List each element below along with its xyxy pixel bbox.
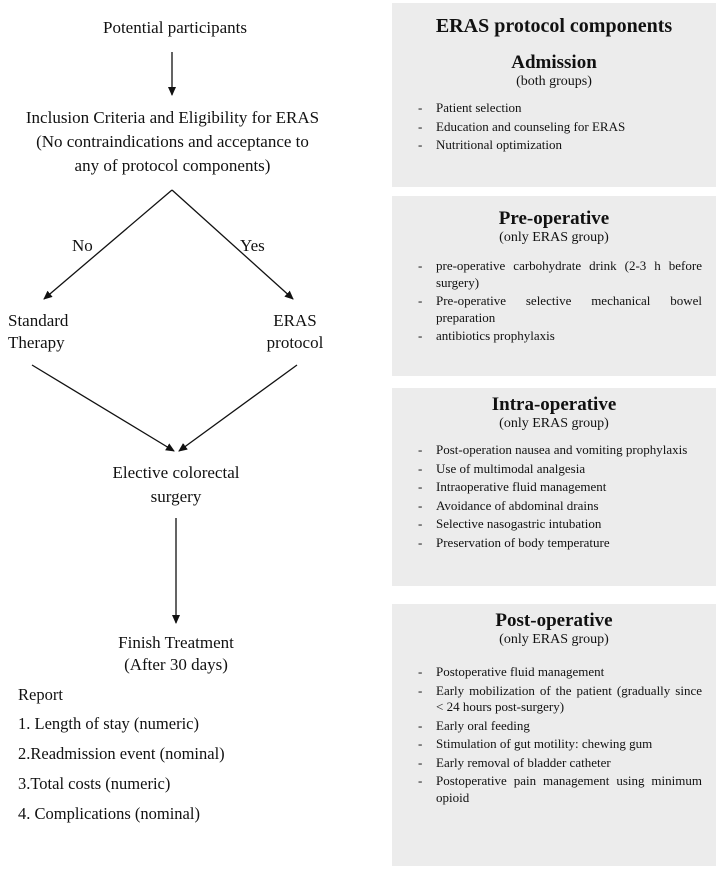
report-block: Report 1. Length of stay (numeric) 2.Rea…: [18, 684, 225, 824]
branch-yes-label: Yes: [240, 236, 265, 255]
report-item: 2.Readmission event (nominal): [18, 744, 225, 763]
arrow-to-standard: [43, 189, 173, 300]
list-item-text: Pre-operative selective mechanical bowel…: [436, 293, 702, 325]
arrow-standard-to-surgery: [31, 364, 175, 452]
list-item-text: Nutritional optimization: [436, 137, 563, 152]
list-item-text: Use of multimodal analgesia: [436, 460, 586, 476]
list-item-text: Early removal of bladder catheter: [436, 754, 611, 770]
list-item: -Nutritional optimization: [418, 137, 563, 152]
list-item-text: Patient selection: [436, 100, 522, 115]
list-item-text: pre-operative carbohydrate drink (2-3 h …: [436, 258, 702, 290]
list-item: -Intraoperative fluid management: [418, 479, 607, 494]
preoperative-title: Pre-operative: [498, 208, 610, 229]
list-item: -Patient selection: [418, 100, 522, 115]
surgery-line-1: Elective colorectal: [112, 463, 240, 482]
criteria-node: Inclusion Criteria and Eligibility for E…: [0, 106, 345, 178]
standard-line-2: Therapy: [8, 333, 65, 352]
finish-line-1: Finish Treatment: [118, 633, 234, 652]
surgery-line-2: surgery: [150, 487, 202, 506]
list-item-text: Post-operation nausea and vomiting proph…: [436, 442, 688, 457]
surgery-node: Elective colorectal surgery: [60, 461, 292, 509]
intraoperative-list: -Post-operation nausea and vomiting prop…: [410, 442, 702, 551]
list-item: -Education and counseling for ERAS: [418, 118, 626, 134]
list-item: -Early oral feeding: [418, 717, 530, 733]
report-title: Report: [18, 685, 63, 704]
report-item: 3.Total costs (numeric): [18, 774, 171, 793]
postoperative-panel: Post-operative (only ERAS group) -Postop…: [392, 604, 716, 866]
protocol-title: ERAS protocol components: [435, 15, 673, 37]
eras-protocol-node: ERAS protocol: [245, 310, 345, 354]
list-item: -Post-operation nausea and vomiting prop…: [418, 442, 688, 457]
intraoperative-subtitle: (only ERAS group): [499, 416, 609, 431]
arrow-to-eras: [171, 189, 294, 300]
list-item: -Postoperative fluid management: [418, 664, 605, 679]
list-item-text: Postoperative fluid management: [436, 664, 605, 679]
report-item: 1. Length of stay (numeric): [18, 714, 199, 733]
standard-therapy-node: Standard Therapy: [8, 310, 68, 354]
list-item: -Postoperative pain management using min…: [418, 773, 702, 805]
branch-no-label: No: [72, 236, 93, 255]
list-item-text: Avoidance of abdominal drains: [436, 497, 599, 513]
list-item: -Use of multimodal analgesia: [418, 460, 586, 476]
preoperative-list: -pre-operative carbohydrate drink (2-3 h…: [410, 258, 702, 345]
criteria-line-1: Inclusion Criteria and Eligibility for E…: [25, 108, 320, 127]
intraoperative-panel: Intra-operative (only ERAS group) -Post-…: [392, 388, 716, 586]
start-node: Potential participants: [30, 17, 320, 39]
list-item-text: Stimulation of gut motility: chewing gum: [436, 736, 653, 751]
list-item-text: Postoperative pain management using mini…: [436, 773, 702, 805]
admission-panel: ERAS protocol components Admission (both…: [392, 3, 716, 187]
preoperative-panel: Pre-operative (only ERAS group) -pre-ope…: [392, 196, 716, 376]
preoperative-subtitle: (only ERAS group): [499, 230, 609, 245]
intraoperative-title: Intra-operative: [491, 394, 617, 415]
list-item-text: Early mobilization of the patient (gradu…: [436, 682, 702, 715]
list-item-text: Preservation of body temperature: [436, 534, 610, 550]
list-item-text: Selective nasogastric intubation: [436, 516, 602, 531]
arrow-eras-to-surgery: [178, 364, 298, 452]
eras-line-2: protocol: [266, 333, 324, 352]
finish-node: Finish Treatment (After 30 days): [60, 632, 292, 676]
eras-line-1: ERAS: [273, 311, 317, 330]
standard-line-1: Standard: [8, 311, 69, 330]
admission-list: -Patient selection -Education and counse…: [410, 100, 702, 154]
criteria-line-2: (No contraindications and acceptance to: [36, 132, 309, 151]
postoperative-title: Post-operative: [495, 610, 613, 631]
list-item: -pre-operative carbohydrate drink (2-3 h…: [418, 258, 702, 290]
postoperative-subtitle: (only ERAS group): [499, 632, 609, 647]
list-item: -Early mobilization of the patient (grad…: [418, 682, 702, 715]
list-item-text: Intraoperative fluid management: [436, 479, 607, 494]
finish-line-2: (After 30 days): [124, 655, 228, 674]
list-item: -Pre-operative selective mechanical bowe…: [418, 293, 702, 325]
admission-subtitle: (both groups): [516, 74, 592, 89]
list-item-text: Early oral feeding: [436, 717, 530, 733]
report-item: 4. Complications (nominal): [18, 804, 200, 823]
list-item: -Stimulation of gut motility: chewing gu…: [418, 736, 653, 751]
list-item-text: Education and counseling for ERAS: [436, 118, 626, 134]
list-item: -Avoidance of abdominal drains: [418, 497, 599, 513]
list-item: -antibiotics prophylaxis: [418, 328, 555, 343]
admission-title: Admission: [511, 52, 597, 73]
list-item-text: antibiotics prophylaxis: [436, 328, 555, 343]
list-item: -Early removal of bladder catheter: [418, 754, 611, 770]
list-item: -Preservation of body temperature: [418, 534, 610, 550]
list-item: -Selective nasogastric intubation: [418, 516, 602, 531]
postoperative-list: -Postoperative fluid management -Early m…: [410, 664, 702, 806]
start-label: Potential participants: [103, 18, 247, 37]
criteria-line-3: any of protocol components): [74, 156, 271, 175]
